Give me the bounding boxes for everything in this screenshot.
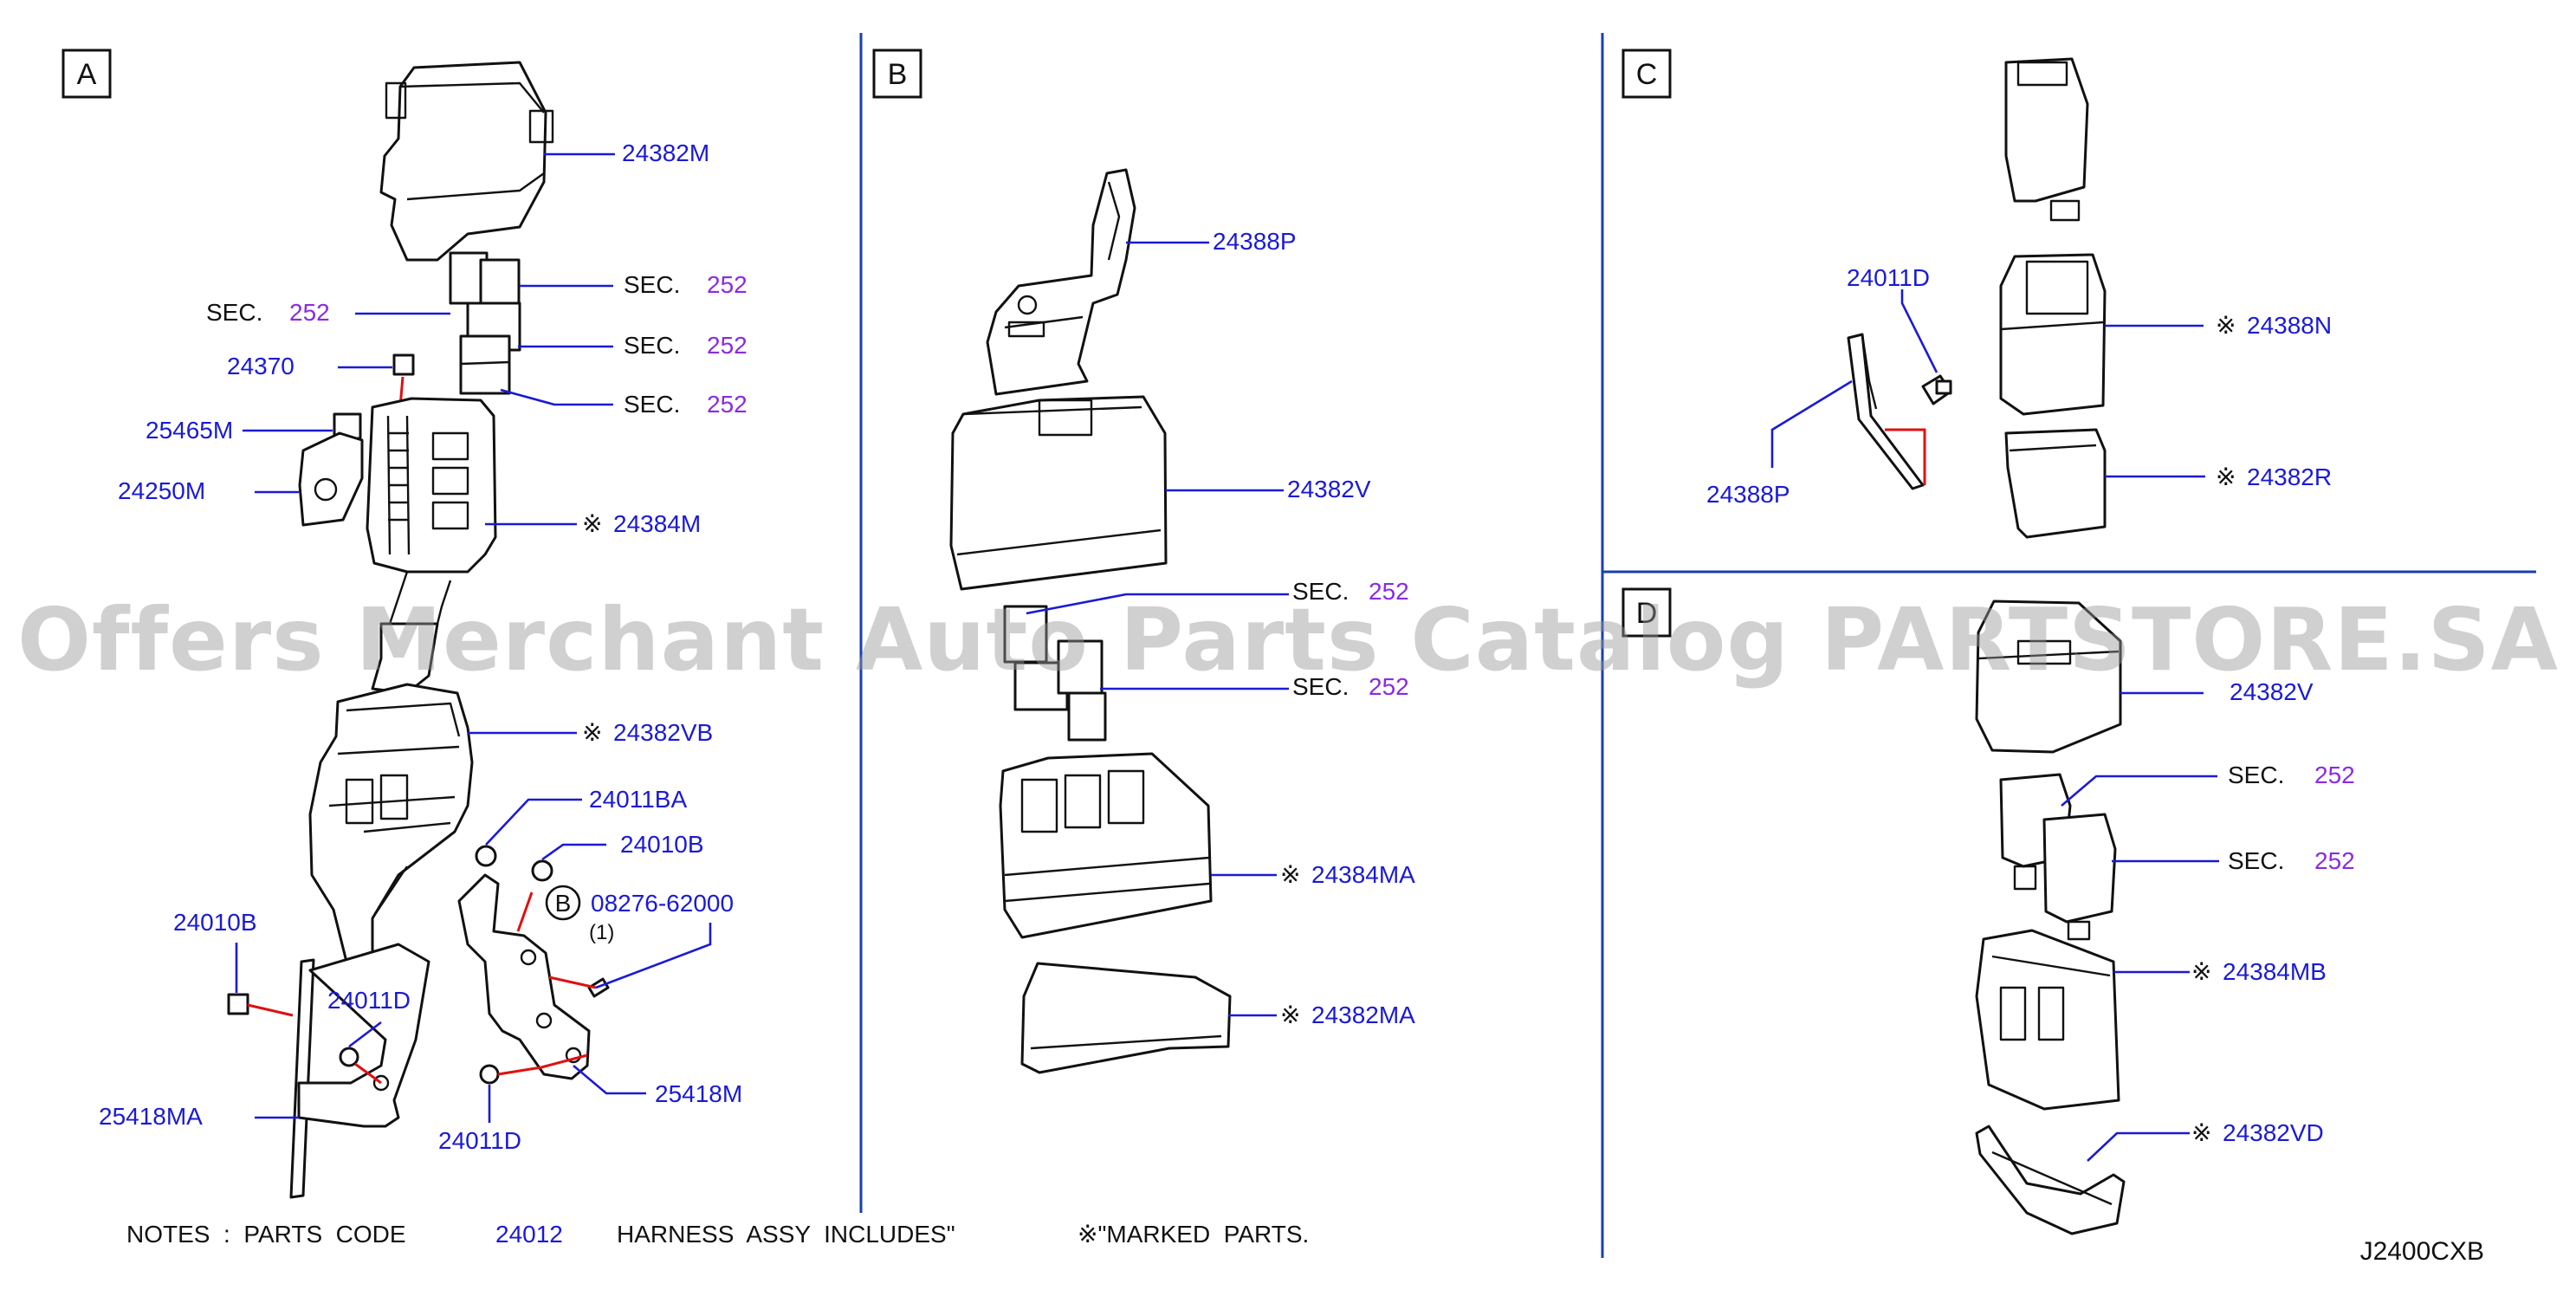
label-24388p-c: 24388P <box>1706 481 1790 508</box>
part-24384m-fuse-block <box>366 397 497 643</box>
label-sec-d1: SEC. <box>2228 762 2284 788</box>
marked-symbol-24384ma: ※ <box>1280 861 1300 888</box>
label-24382v-d: 24382V <box>2230 678 2314 705</box>
label-sec-b2: SEC. <box>1292 673 1349 700</box>
label-24384ma: 24384MA <box>1311 861 1415 888</box>
marked-symbol-24382vd: ※ <box>2191 1119 2211 1146</box>
marked-symbol-24382r: ※ <box>2216 463 2236 490</box>
label-sec-a2-num: 252 <box>289 299 330 326</box>
label-24382vd: 24382VD <box>2223 1119 2324 1146</box>
part-24250m <box>298 431 364 527</box>
part-24388p-bracket-c <box>1847 333 1925 490</box>
part-24382v-cover-d <box>1975 600 2122 754</box>
label-sec-a4: SEC. <box>624 391 680 418</box>
red-line-c <box>1885 428 1926 485</box>
section-box-c: C <box>1621 49 1672 99</box>
label-25418m: 25418M <box>655 1080 742 1107</box>
marked-symbol-24384m: ※ <box>582 510 602 537</box>
part-24382r-cover <box>2004 428 2107 539</box>
label-08276-62000: 08276-62000 <box>591 890 734 917</box>
label-25465m: 25465M <box>146 417 233 444</box>
part-24370 <box>392 353 415 376</box>
label-24384mb: 24384MB <box>2223 958 2327 985</box>
part-relays-a <box>449 251 521 395</box>
part-24384mb-block <box>1975 929 2120 1111</box>
label-sec-b1: SEC. <box>1292 578 1349 605</box>
label-24382v-b: 24382V <box>1287 476 1371 502</box>
leaders-a <box>235 152 712 1123</box>
label-sec-d2-num: 252 <box>2314 847 2355 874</box>
part-25418ma-bracket <box>289 943 430 1199</box>
notes-suffix: ※"MARKED PARTS. <box>1078 1221 1309 1248</box>
label-24011d-lower: 24011D <box>438 1127 521 1154</box>
part-relays-d <box>1999 773 2117 941</box>
label-24011d-upper: 24011D <box>327 987 411 1014</box>
label-sec-b2-num: 252 <box>1369 673 1409 700</box>
leaders-b <box>1026 241 1289 1017</box>
label-24388n: 24388N <box>2247 312 2332 339</box>
label-sec-d1-num: 252 <box>2314 762 2355 788</box>
marked-symbol-24382vb: ※ <box>582 719 602 746</box>
label-24010b-left: 24010B <box>173 909 257 936</box>
label-sec-a1-num: 252 <box>707 271 748 298</box>
label-25418ma: 25418MA <box>99 1103 203 1130</box>
part-24382v-box-b <box>949 395 1168 591</box>
part-relays-b <box>1003 605 1107 742</box>
label-sec-a3: SEC. <box>624 332 680 359</box>
label-sec-a3-num: 252 <box>707 332 748 359</box>
section-box-b: B <box>872 49 922 99</box>
label-sec-a4-num: 252 <box>707 391 748 418</box>
section-ref-b-circle: B <box>545 885 581 921</box>
figure-id: J2400CXB <box>2360 1237 2484 1266</box>
label-sec-d2: SEC. <box>2228 847 2284 874</box>
label-24011d-c: 24011D <box>1847 264 1930 291</box>
notes-line: NOTES : PARTS CODE 24012 HARNESS ASSY IN… <box>126 1221 1309 1248</box>
part-25418m-bracket <box>457 873 591 1080</box>
label-24370: 24370 <box>227 353 294 379</box>
part-24384ma-block <box>999 752 1213 939</box>
label-24382vb: 24382VB <box>613 719 713 746</box>
notes-middle: HARNESS ASSY INCLUDES" <box>617 1221 955 1248</box>
section-box-a: A <box>61 49 112 99</box>
label-24010b-right: 24010B <box>620 831 704 858</box>
label-24382ma: 24382MA <box>1311 1002 1415 1028</box>
marked-symbol-24384mb: ※ <box>2191 958 2211 985</box>
part-top-cover-c <box>2004 57 2089 222</box>
label-24011ba: 24011BA <box>589 786 687 813</box>
svg-text:B: B <box>555 890 572 917</box>
marked-symbol-24382ma: ※ <box>1280 1002 1300 1028</box>
label-sec-a1: SEC. <box>624 271 680 298</box>
part-24382m-cover <box>379 61 554 262</box>
notes-code: 24012 <box>495 1221 563 1248</box>
label-sec-b1-num: 252 <box>1369 578 1409 605</box>
svg-text:A: A <box>77 58 97 91</box>
svg-text:C: C <box>1636 58 1658 91</box>
section-box-d: D <box>1621 587 1672 638</box>
part-24382vd-tray <box>1975 1125 2126 1235</box>
svg-text:B: B <box>888 58 908 91</box>
marked-symbol-24388n: ※ <box>2216 312 2236 339</box>
leaders-d <box>2061 691 2219 1162</box>
part-24388n-relay-box <box>1999 253 2107 416</box>
part-24388p-bracket-b <box>986 168 1136 396</box>
fasteners-a <box>227 845 610 1085</box>
notes-prefix: NOTES : PARTS CODE <box>126 1221 406 1248</box>
part-harness-segment <box>371 622 439 695</box>
label-24382m: 24382M <box>622 139 709 166</box>
leaders-c <box>1770 289 2205 478</box>
part-24382ma-cover <box>1020 962 1232 1074</box>
label-24384m: 24384M <box>613 510 701 537</box>
label-sec-a2: SEC. <box>206 299 262 326</box>
label-08276-qty: (1) <box>589 921 614 944</box>
label-24388p-b: 24388P <box>1213 228 1297 255</box>
svg-text:D: D <box>1636 597 1658 630</box>
part-24011d-bolt-c <box>1921 374 1952 405</box>
label-24250m: 24250M <box>118 477 205 504</box>
label-24382r: 24382R <box>2247 463 2332 490</box>
part-24382vb-box <box>308 683 474 963</box>
